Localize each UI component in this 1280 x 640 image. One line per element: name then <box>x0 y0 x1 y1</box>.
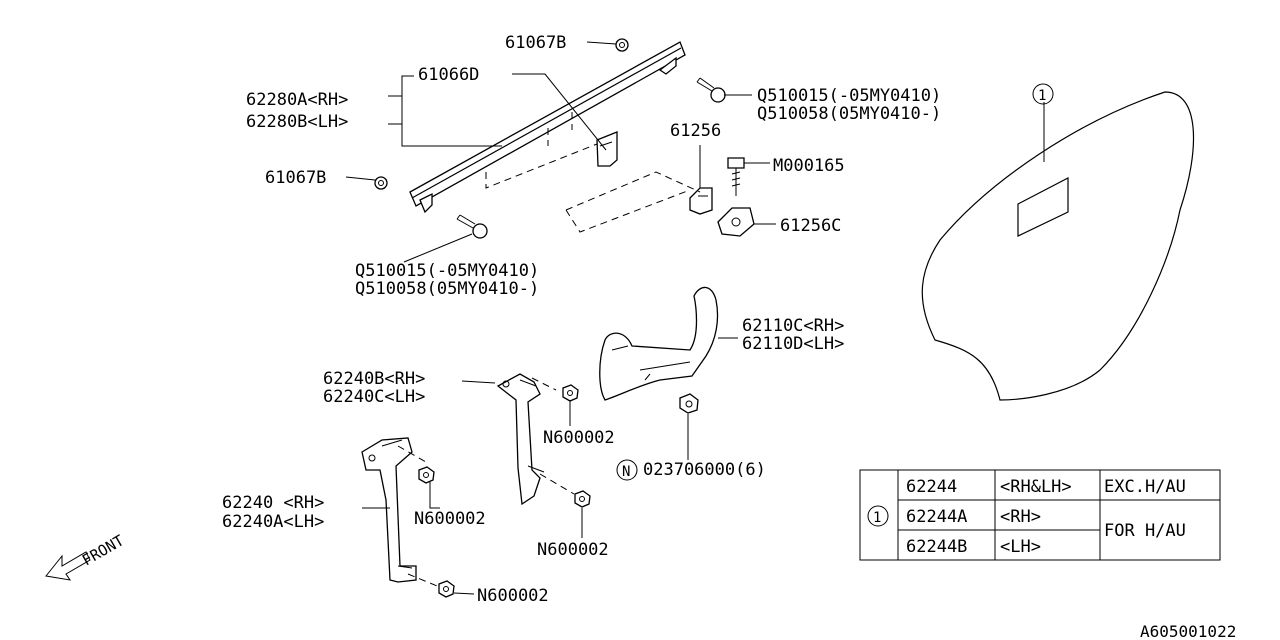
label-62240a: 62240A<LH> <box>222 512 324 532</box>
regulator-bracket <box>599 286 719 401</box>
n-circle-mark <box>616 459 638 481</box>
bolt-upper <box>696 77 726 103</box>
callout-1-label: 1 <box>1038 88 1046 104</box>
leader-lines <box>345 41 1045 595</box>
label-61067b-top: 61067B <box>505 33 566 53</box>
regulator-channel-upper <box>496 373 545 506</box>
table-note-exc: EXC.H/AU <box>1104 477 1186 497</box>
label-61256c: 61256C <box>780 216 841 236</box>
label-62240c: 62240C<LH> <box>323 387 425 407</box>
label-n600002-b: N600002 <box>414 509 486 529</box>
table-ref-label: 1 <box>873 510 881 526</box>
sash-guide-bracket <box>596 131 618 167</box>
table-row-3-part: 62244B <box>906 537 967 557</box>
front-arrow-icon <box>45 551 91 581</box>
label-62240b: 62240B<RH> <box>323 369 425 389</box>
label-62280b: 62280B<LH> <box>246 112 348 132</box>
label-023706000: 023706000(6) <box>643 460 766 480</box>
door-trim-panel <box>921 91 1195 401</box>
label-62280a: 62280A<RH> <box>246 90 348 110</box>
clip-left <box>374 176 388 190</box>
nut-n600002-b <box>418 466 435 484</box>
table-row-1-side: <RH&LH> <box>1000 477 1072 497</box>
callout-1-circle <box>1032 83 1054 105</box>
diagram-id: A605001022 <box>1140 622 1236 640</box>
label-62110c: 62110C<RH> <box>742 316 844 336</box>
glass-holder-61256c <box>717 207 755 237</box>
label-q-bot-2: Q510058(05MY0410-) <box>355 279 539 299</box>
label-q-bot-1: Q510015(-05MY0410) <box>355 261 539 281</box>
label-61066d: 61066D <box>418 65 479 85</box>
label-62240: 62240 <RH> <box>222 493 324 513</box>
clip-top <box>615 38 629 52</box>
n-circle-letter: N <box>622 464 630 480</box>
label-q-top-1: Q510015(-05MY0410) <box>757 86 941 106</box>
label-62110d: 62110D<LH> <box>742 334 844 354</box>
table-row-2-side: <RH> <box>1000 507 1041 527</box>
table-row-3-side: <LH> <box>1000 537 1041 557</box>
label-m000165: M000165 <box>773 156 845 176</box>
bolt-lower <box>456 214 488 239</box>
label-n600002-c: N600002 <box>537 540 609 560</box>
label-q-top-2: Q510058(05MY0410-) <box>757 104 941 124</box>
front-label: FRONT <box>79 531 127 569</box>
regulator-channel-lower <box>361 437 417 583</box>
nut-n600002-c <box>574 490 591 508</box>
door-glass-rail <box>409 41 686 214</box>
table-note-for: FOR H/AU <box>1104 521 1186 541</box>
glass-holder-61256 <box>689 187 713 215</box>
table-row-1-part: 62244 <box>906 477 957 497</box>
bolt-m000165 <box>727 157 745 196</box>
label-61067b-left: 61067B <box>265 168 326 188</box>
label-61256: 61256 <box>670 121 721 141</box>
nut-n600002-d <box>438 580 455 598</box>
label-n600002-a: N600002 <box>543 428 615 448</box>
table-ref-circle <box>867 505 889 527</box>
table-row-2-part: 62244A <box>906 507 967 527</box>
label-n600002-d: N600002 <box>477 586 549 606</box>
nut-n600002-a <box>562 384 579 402</box>
part-reference-table <box>859 469 1221 561</box>
nut-023706000 <box>679 393 699 414</box>
